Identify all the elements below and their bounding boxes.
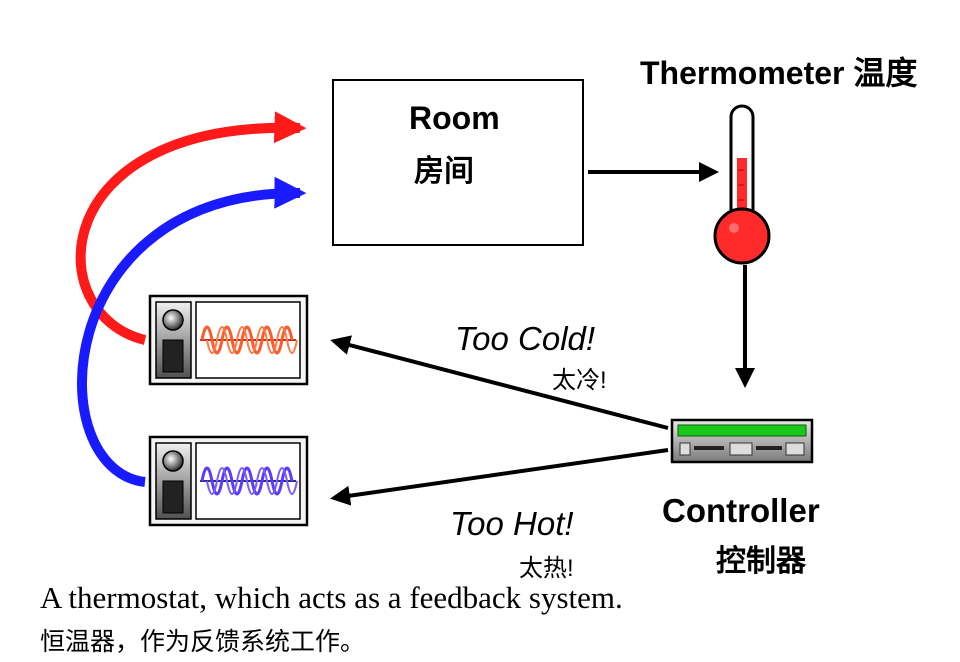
room-label-en: Room [409, 100, 500, 136]
thermometer-label: Thermometer 温度 [640, 55, 918, 91]
too-cold-arrow [330, 335, 669, 430]
too-hot-arrow [330, 448, 669, 506]
room-label-zh: 房间 [414, 155, 474, 188]
too-cold-label-zh: 太冷! [552, 367, 607, 394]
cooler-unit-icon [148, 435, 309, 527]
too-hot-label-en: Too Hot! [450, 505, 574, 542]
too-cold-label-en: Too Cold! [455, 320, 596, 357]
heat-flow-arrow [75, 111, 307, 345]
controller-device-icon [670, 418, 814, 464]
cool-flow-arrow [76, 176, 307, 487]
too-hot-label-zh: 太热! [519, 555, 574, 582]
caption-en: A thermostat, which acts as a feedback s… [40, 580, 623, 615]
controller-label-en: Controller [662, 492, 820, 529]
heater-unit-icon [148, 294, 309, 386]
room-box [332, 79, 584, 246]
thermometer-icon [713, 104, 771, 265]
controller-label-zh: 控制器 [716, 545, 806, 578]
caption-zh: 恒温器，作为反馈系统工作。 [40, 628, 366, 656]
